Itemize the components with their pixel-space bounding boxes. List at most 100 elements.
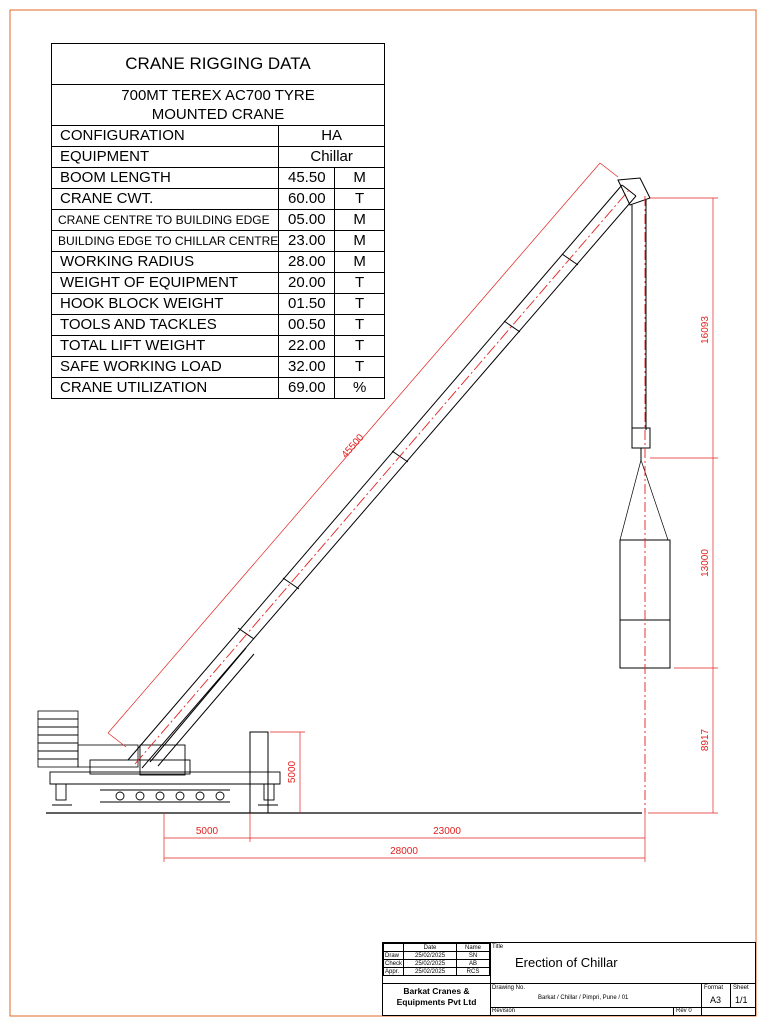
row-label: CRANE CWT. <box>50 188 280 210</box>
drawing-no: Barkat / Chillar / Pimpri, Pune / 01 <box>538 995 629 1001</box>
row-label: SAFE WORKING LOAD <box>50 356 280 378</box>
boom-centerline <box>134 189 630 765</box>
dim-building-height-label: 5000 <box>287 760 298 783</box>
row-label: TOOLS AND TACKLES <box>50 314 280 336</box>
row-label: BOOM LENGTH <box>50 167 280 189</box>
approval-grid: Date Name Draw 25/02/2025 SN Check 25/02… <box>382 943 490 976</box>
table-row: WORKING RADIUS 28.00 M <box>50 251 385 273</box>
sheet-border <box>9 9 757 1017</box>
dim-boom-label: 45500 <box>340 432 367 461</box>
row-label: CRANE UTILIZATION <box>50 377 280 399</box>
title-block: Date Name Draw 25/02/2025 SN Check 25/02… <box>382 942 756 1016</box>
drawing-no-label: Drawing No. <box>492 985 526 991</box>
row-label: CONFIGURATION <box>50 125 280 147</box>
sheet-value: 1/1 <box>735 995 748 1005</box>
sheet-label: Sheet <box>733 985 749 991</box>
approval-role: Check <box>382 959 405 968</box>
row-label: EQUIPMENT <box>50 146 280 168</box>
revision-label: Revision <box>492 1008 516 1014</box>
title-block-rule <box>383 983 490 984</box>
row-unit: T <box>334 293 385 315</box>
row-value: 60.00 <box>278 188 336 210</box>
row-label: WEIGHT OF EQUIPMENT <box>50 272 280 294</box>
crane-counterweight <box>37 710 139 768</box>
dim-radius-label: 28000 <box>390 846 418 857</box>
row-unit: T <box>334 335 385 357</box>
row-unit: T <box>334 356 385 378</box>
approval-header-name: Name <box>456 943 490 952</box>
building-block <box>249 731 269 814</box>
dim-crane-to-edge-label: 5000 <box>196 826 219 837</box>
approval-name: RCS <box>456 967 490 976</box>
title-block-rule <box>490 1007 755 1008</box>
row-unit: M <box>334 167 385 189</box>
row-label: WORKING RADIUS <box>50 251 280 273</box>
row-value: 23.00 <box>278 230 336 252</box>
row-value: 00.50 <box>278 314 336 336</box>
table-row: TOTAL LIFT WEIGHT 22.00 T <box>50 335 385 357</box>
row-value: 20.00 <box>278 272 336 294</box>
crane-model-line1: 700MT TEREX AC700 TYRE <box>121 87 315 104</box>
approval-date: 25/02/2025 <box>403 959 458 968</box>
company-name: Barkat Cranes & Equipments Pvt Ltd <box>383 986 490 1008</box>
approval-date: 25/02/2025 <box>403 951 458 960</box>
row-label: TOTAL LIFT WEIGHT <box>50 335 280 357</box>
title-block-rule <box>673 1007 674 1015</box>
row-value: 45.50 <box>278 167 336 189</box>
row-unit: M <box>334 230 385 252</box>
row-unit: M <box>334 251 385 273</box>
dim-edge-to-load-label: 23000 <box>433 826 461 837</box>
crane-model: 700MT TEREX AC700 TYRE MOUNTED CRANE <box>51 84 385 126</box>
crane-boom <box>127 184 637 769</box>
table-row: BUILDING EDGE TO CHILLAR CENTRE 23.00 M <box>50 230 385 252</box>
approval-date: 25/02/2025 <box>403 967 458 976</box>
row-value: 05.00 <box>278 209 336 231</box>
row-unit: T <box>334 272 385 294</box>
table-row: EQUIPMENT Chillar <box>50 146 385 168</box>
table-row: BOOM LENGTH 45.50 M <box>50 167 385 189</box>
rigging-data-table: CRANE RIGGING DATA 700MT TEREX AC700 TYR… <box>50 43 385 399</box>
row-value: 32.00 <box>278 356 336 378</box>
row-value: 69.00 <box>278 377 336 399</box>
company-name-line1: Barkat Cranes & <box>403 986 470 996</box>
approval-name: SN <box>456 951 490 960</box>
dim-vertical-right <box>648 197 718 814</box>
row-unit: T <box>334 188 385 210</box>
dim-building <box>270 731 305 813</box>
table-title: CRANE RIGGING DATA <box>51 43 385 85</box>
slings <box>619 459 669 541</box>
row-label: HOOK BLOCK WEIGHT <box>50 293 280 315</box>
dim-hoist-upper-label: 16093 <box>700 316 711 344</box>
approval-corner <box>382 943 405 952</box>
approval-role: Draw <box>382 951 405 960</box>
revision-value: Rev 0 <box>676 1008 692 1014</box>
table-row: CRANE CWT. 60.00 T <box>50 188 385 210</box>
crane-model-line2: MOUNTED CRANE <box>151 106 285 123</box>
table-row: CRANE UTILIZATION 69.00 % <box>50 377 385 399</box>
crane-carrier <box>49 744 281 806</box>
table-row: TOOLS AND TACKLES 00.50 T <box>50 314 385 336</box>
hook-block <box>631 427 651 460</box>
format-value: A3 <box>710 995 722 1005</box>
table-row: CRANE CENTRE TO BUILDING EDGE 05.00 M <box>50 209 385 231</box>
approval-name: AB <box>456 959 490 968</box>
table-row: WEIGHT OF EQUIPMENT 20.00 T <box>50 272 385 294</box>
dim-load-height-label: 8917 <box>700 728 711 751</box>
row-value: Chillar <box>278 146 385 168</box>
dim-horizontal <box>163 813 646 862</box>
title-block-rule <box>490 983 755 984</box>
table-row: HOOK BLOCK WEIGHT 01.50 T <box>50 293 385 315</box>
approval-role: Appr. <box>382 967 405 976</box>
row-unit: T <box>334 314 385 336</box>
row-value: 28.00 <box>278 251 336 273</box>
row-value: 01.50 <box>278 293 336 315</box>
row-label: CRANE CENTRE TO BUILDING EDGE <box>50 209 280 231</box>
company-name-line2: Equipments Pvt Ltd <box>396 997 477 1007</box>
table-row: CONFIGURATION HA <box>50 125 385 147</box>
format-label: Format <box>704 985 724 991</box>
row-label: BUILDING EDGE TO CHILLAR CENTRE <box>50 230 280 252</box>
approval-header-date: Date <box>403 943 458 952</box>
title-label: Title <box>492 944 504 950</box>
dim-boom <box>107 162 619 748</box>
